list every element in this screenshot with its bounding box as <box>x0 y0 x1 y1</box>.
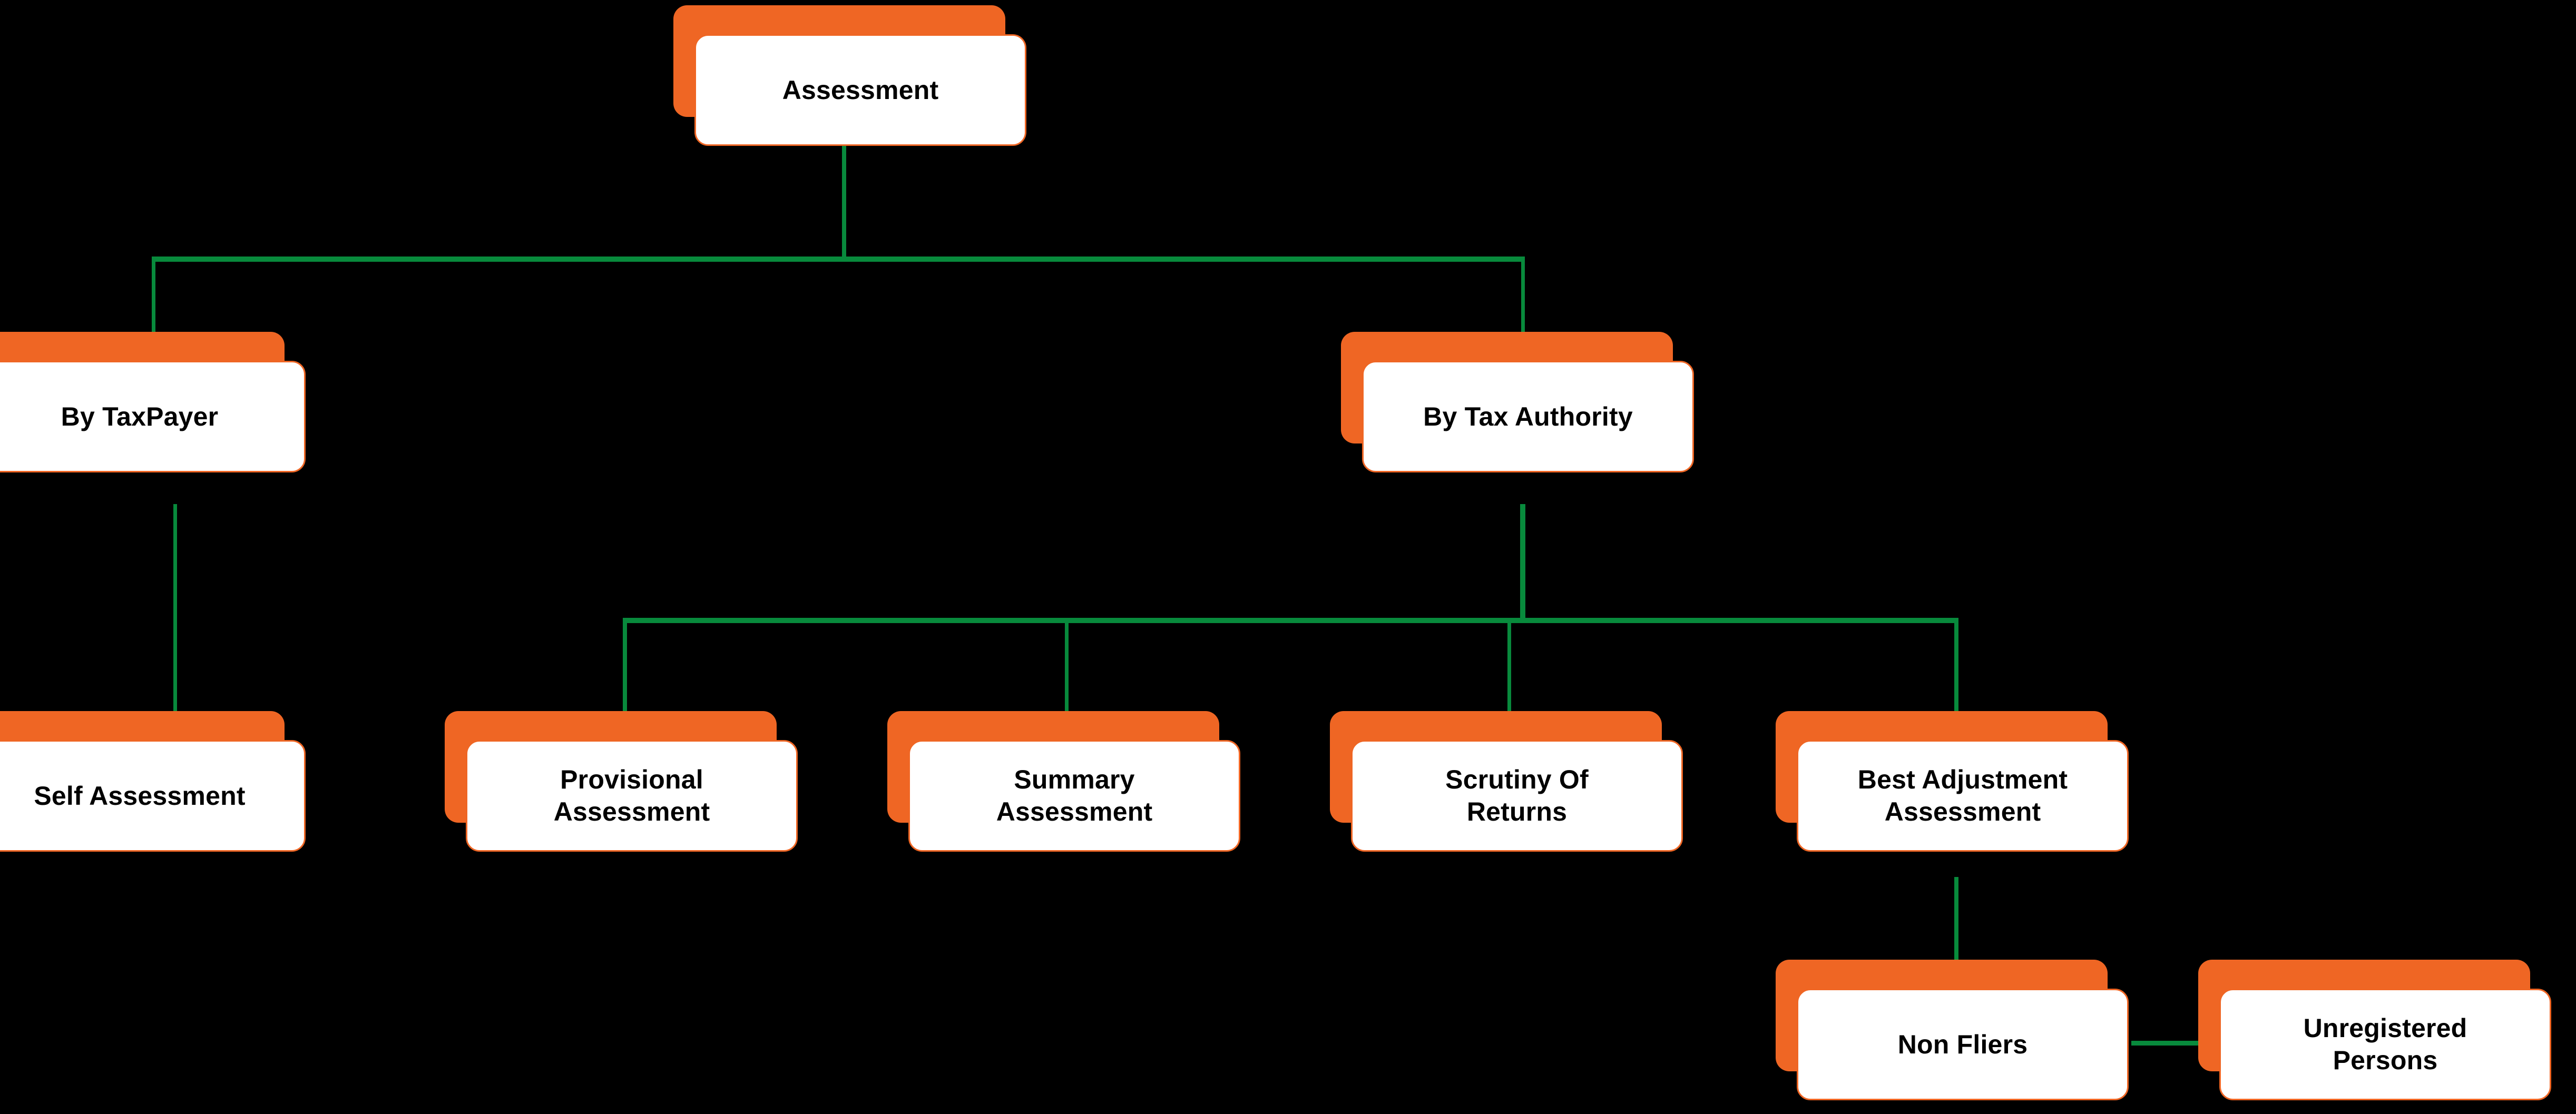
edge-drop-summary-assessment <box>1065 618 1069 742</box>
node-label: Summary Assessment <box>996 765 1153 826</box>
edge-drop-by-taxpayer <box>152 257 155 362</box>
node-card: Self Assessment <box>0 740 306 852</box>
node-by-taxpayer[interactable]: By TaxPayer <box>0 332 306 472</box>
node-label: Self Assessment <box>34 781 246 811</box>
edge-drop-best-adjustment-assessment <box>1954 618 1958 742</box>
node-summary-assessment[interactable]: Summary Assessment <box>887 711 1240 852</box>
node-assessment[interactable]: Assessment <box>673 5 1026 146</box>
edge-drop-scrutiny-of-returns <box>1507 618 1511 742</box>
node-label: Unregistered Persons <box>2303 1013 2467 1075</box>
node-label: By Tax Authority <box>1423 401 1633 431</box>
node-card: Unregistered Persons <box>2219 989 2551 1100</box>
node-card: Best Adjustment Assessment <box>1797 740 2129 852</box>
node-self-assessment[interactable]: Self Assessment <box>0 711 306 852</box>
node-by-tax-authority[interactable]: By Tax Authority <box>1341 332 1694 472</box>
node-card: By TaxPayer <box>0 361 306 472</box>
node-card: Non Fliers <box>1797 989 2129 1100</box>
node-best-adjustment-assessment[interactable]: Best Adjustment Assessment <box>1776 711 2129 852</box>
edge-drop-provisional-assessment <box>623 618 627 742</box>
node-scrutiny-of-returns[interactable]: Scrutiny Of Returns <box>1330 711 1683 852</box>
node-label: Assessment <box>782 75 939 105</box>
node-card: Scrutiny Of Returns <box>1351 740 1683 852</box>
edge-tax-authority-stem <box>1520 504 1525 623</box>
node-card: Summary Assessment <box>908 740 1240 852</box>
node-non-fliers[interactable]: Non Fliers <box>1776 960 2129 1100</box>
edge-drop-by-tax-authority <box>1521 257 1525 362</box>
edge-level2-bus <box>623 618 1958 623</box>
node-label: Best Adjustment Assessment <box>1857 765 2068 826</box>
node-unregistered-persons[interactable]: Unregistered Persons <box>2198 960 2551 1100</box>
edge-assessment-stem <box>842 145 846 260</box>
node-label: Scrutiny Of Returns <box>1445 765 1589 826</box>
node-card: By Tax Authority <box>1362 361 1694 472</box>
node-label: Non Fliers <box>1897 1029 2028 1059</box>
node-label: Provisional Assessment <box>553 765 710 826</box>
edge-non-fliers-to-unregistered-persons <box>2131 1041 2218 1046</box>
node-card: Provisional Assessment <box>466 740 798 852</box>
node-provisional-assessment[interactable]: Provisional Assessment <box>445 711 798 852</box>
edge-best-adjustment-to-non-fliers <box>1954 877 1958 964</box>
node-card: Assessment <box>694 34 1026 146</box>
edge-level1-bus <box>152 257 1525 262</box>
edge-taxpayer-to-self-assessment <box>173 504 177 741</box>
node-label: By TaxPayer <box>61 401 219 431</box>
